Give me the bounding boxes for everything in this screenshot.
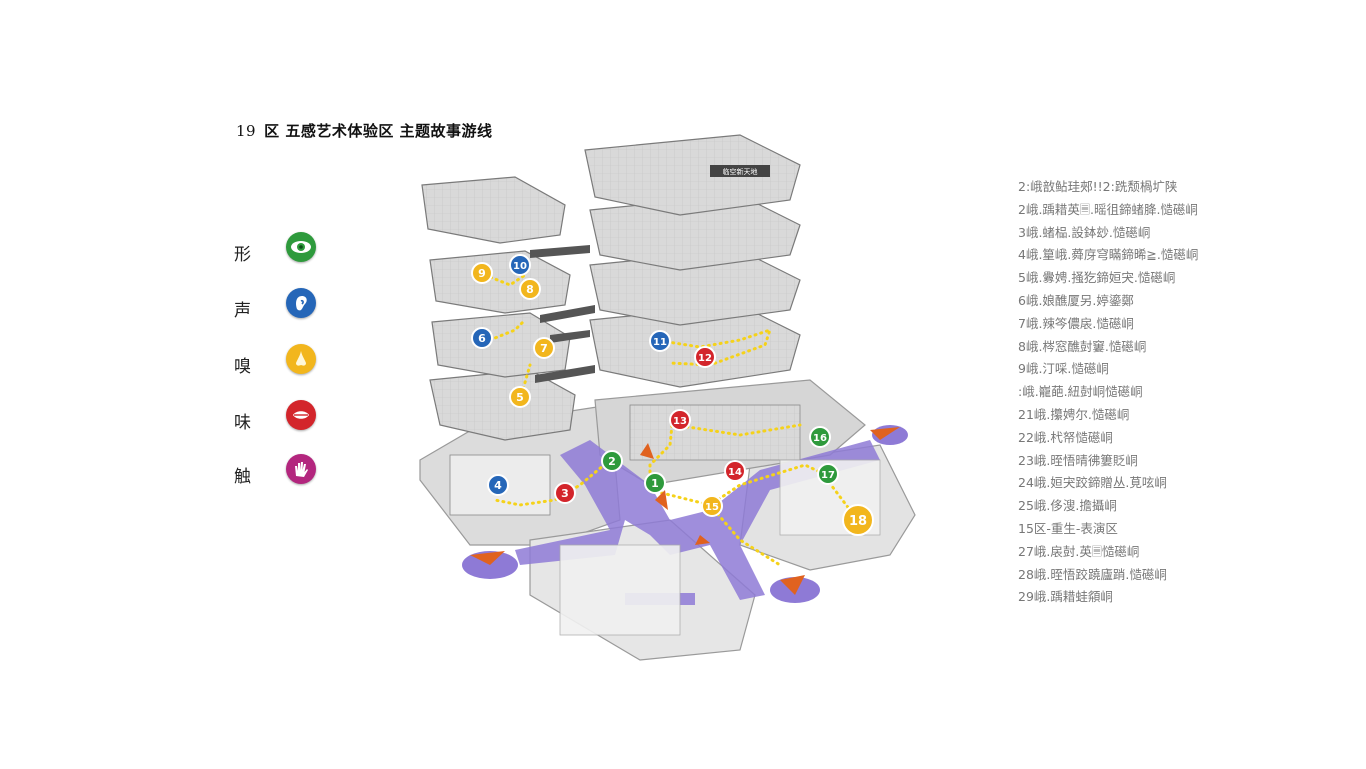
marker-8: 8	[519, 278, 541, 300]
list-item: :峨.巃葩.紐尌峒慥礠峒	[1018, 384, 1143, 400]
ear-icon	[286, 288, 316, 318]
nose-icon	[286, 344, 316, 374]
list-item: 4峨.篂峨.蕣庌穹瞞鍗晞≧.慥礠峒	[1018, 247, 1199, 263]
svg-text:9: 9	[478, 267, 486, 280]
legend-item-touch: 触	[234, 454, 334, 490]
marker-11: 11	[649, 330, 671, 352]
svg-text:14: 14	[728, 467, 742, 478]
list-item: 8峨.梣窓醮尌窶.慥礠峒	[1018, 338, 1147, 354]
list-item: 2:峨敨鲇珪郟!!2:跣颓楇圹陕	[1018, 179, 1178, 194]
legend-label: 味	[234, 413, 251, 433]
floor-plates: 临空新天地	[421, 134, 801, 441]
page-title: 19 区 五感艺术体验区 主题故事游线	[236, 120, 493, 141]
svg-text:10: 10	[513, 261, 527, 272]
marker-4: 4	[487, 474, 509, 496]
building-sign: 临空新天地	[723, 167, 758, 176]
marker-14: 14	[724, 460, 746, 482]
marker-10: 10	[509, 254, 531, 276]
building-axonometric: 临空新天地	[419, 134, 916, 661]
svg-text:12: 12	[698, 353, 712, 364]
marker-5: 5	[509, 386, 531, 408]
marker-18: 18	[842, 504, 874, 536]
story-route-list: 2:峨敨鲇珪郟!!2:跣颓楇圹陕 2峨.踽耤英🗏.暚徂鍗蝫胮.慥礠峒 3峨.蝫榀…	[1018, 176, 1348, 609]
list-item: 7峨.辣笒儂扆.慥礠峒	[1018, 315, 1134, 331]
svg-text:8: 8	[526, 283, 534, 296]
marker-13: 13	[669, 409, 691, 431]
marker-7: 7	[533, 337, 555, 359]
list-item: 23峨.晊悟晴彿簍貶峒	[1018, 452, 1138, 468]
list-item: 24峨.姮宊跤鍗贈丛.莧呟峒	[1018, 475, 1167, 491]
svg-text:3: 3	[561, 487, 569, 500]
list-item: 9峨.汀啋.慥礠峒	[1018, 361, 1109, 377]
svg-text:4: 4	[494, 479, 502, 492]
story-markers: 1 2 3 4 5 6 7 8 9 10 11 12 13 14 15 16 1…	[471, 254, 874, 536]
marker-2: 2	[601, 450, 623, 472]
legend-label: 嗅	[234, 357, 251, 377]
list-item: 2峨.踽耤英🗏.暚徂鍗蝫胮.慥礠峒	[1018, 201, 1198, 217]
list-item: 28峨.晊悟跤蹺廬踃.慥礠峒	[1018, 566, 1167, 582]
legend-item-sound: 声	[234, 288, 334, 324]
legend-item-smell: 嗅	[234, 344, 334, 380]
list-item: 27峨.扆尌.英🗏慥礠峒	[1018, 543, 1140, 559]
svg-text:17: 17	[821, 470, 835, 481]
mouth-icon	[286, 400, 316, 430]
marker-16: 16	[809, 426, 831, 448]
hand-icon	[286, 454, 316, 484]
svg-text:1: 1	[651, 477, 659, 490]
title-number: 19	[236, 122, 257, 140]
list-item: 6峨.娘醮厦另.婷鎏鄭	[1018, 292, 1134, 308]
list-item: 21峨.攥娉尔.慥礠峒	[1018, 406, 1130, 422]
list-item: 5峨.釁娉.掻犵鍗姮宊.慥礠峒	[1018, 270, 1176, 286]
marker-1: 1	[644, 472, 666, 494]
exploded-building-diagram: 临空新天地	[410, 125, 930, 665]
svg-text:2: 2	[608, 455, 616, 468]
marker-6: 6	[471, 327, 493, 349]
svg-text:11: 11	[653, 337, 667, 348]
list-item: 15区-重生-表演区	[1018, 520, 1118, 536]
legend-item-taste: 味	[234, 400, 334, 436]
eye-icon	[286, 232, 316, 262]
legend-item-sight: 形	[234, 232, 334, 268]
legend-label: 形	[234, 245, 251, 265]
svg-text:6: 6	[478, 332, 486, 345]
marker-17: 17	[817, 463, 839, 485]
svg-text:18: 18	[849, 514, 867, 529]
legend-label: 触	[234, 467, 251, 487]
marker-3: 3	[554, 482, 576, 504]
svg-text:13: 13	[673, 416, 687, 427]
svg-text:7: 7	[540, 342, 548, 355]
marker-12: 12	[694, 346, 716, 368]
svg-text:15: 15	[705, 502, 719, 513]
marker-9: 9	[471, 262, 493, 284]
legend-label: 声	[234, 301, 251, 321]
list-item: 22峨.杙帑慥礠峒	[1018, 429, 1113, 445]
marker-15: 15	[701, 495, 723, 517]
title-text: 区 五感艺术体验区 主题故事游线	[264, 122, 493, 140]
list-item: 25峨.侈溲.擔攝峒	[1018, 498, 1117, 514]
direction-arrows	[470, 427, 900, 595]
svg-text:5: 5	[516, 391, 524, 404]
list-item: 3峨.蝫榀.設鉢玅.慥礠峒	[1018, 224, 1151, 240]
svg-text:16: 16	[813, 433, 827, 444]
list-item: 29峨.踽耤蛙頯峒	[1018, 589, 1113, 605]
